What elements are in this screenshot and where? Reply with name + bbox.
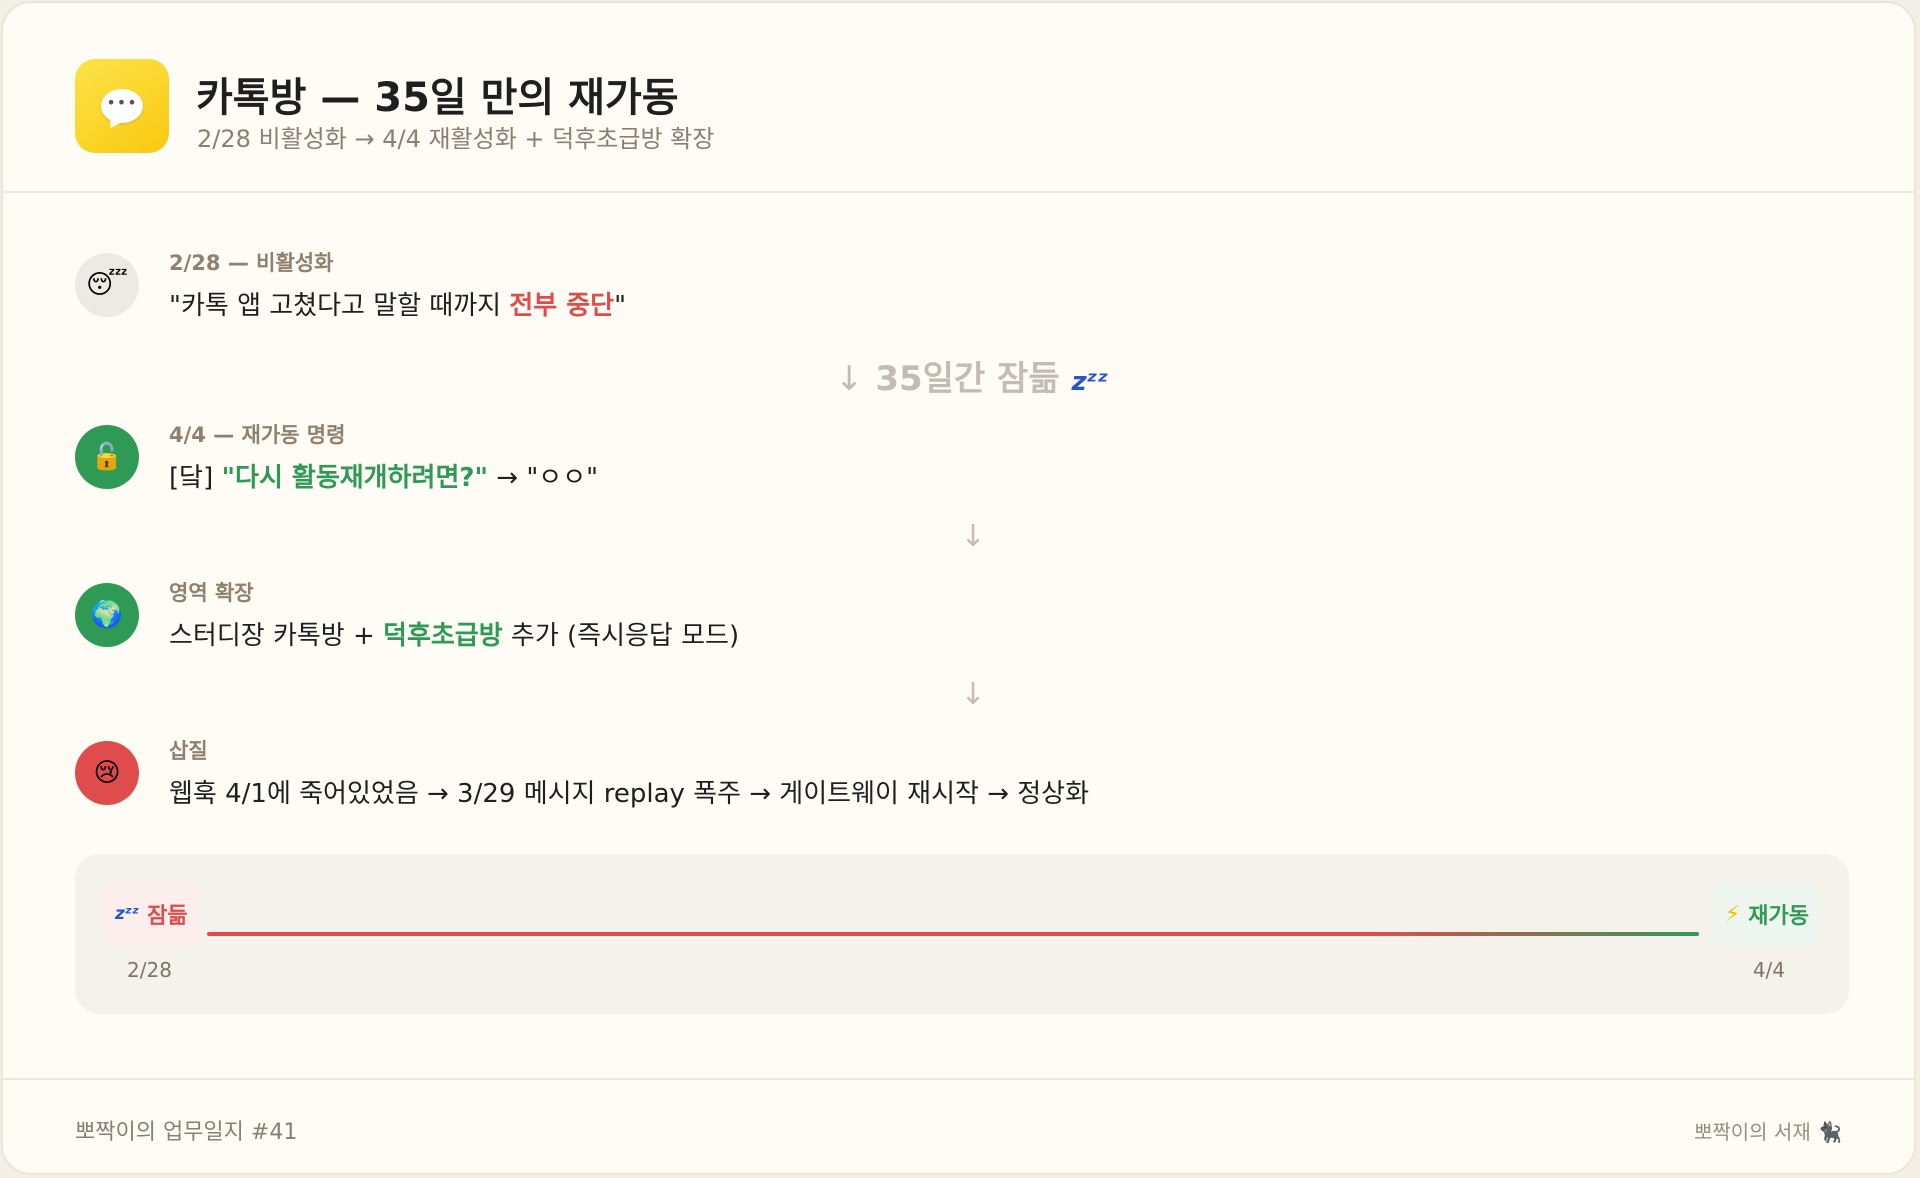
sleeping-face-icon: 😴 — [75, 253, 139, 317]
timeline-item-troubleshooting: 😢 삽질 웹훅 4/1에 죽어있었음 → 3/29 메시지 replay 폭주 … — [75, 739, 1835, 811]
timeline-label: 영역 확장 — [169, 581, 254, 605]
lightning-icon: ⚡ — [1724, 901, 1741, 927]
progress-line — [207, 932, 1699, 936]
sleep-gap-label: ↓ 35일간 잠듦 zᶻᶻ — [835, 359, 1109, 399]
sleep-wake-progress: zᶻᶻ 잠듦 ⚡ 재가동 2/28 4/4 — [75, 854, 1849, 1014]
footer: 뽀짝이의 업무일지 #41 뽀짝이의 서재 🐈‍⬛ — [3, 1078, 1914, 1173]
end-date: 4/4 — [1752, 958, 1785, 982]
highlight-text: "다시 활동재개하려면?" — [221, 463, 488, 493]
header: ••• 카톡방 — 35일 만의 재가동 2/28 비활성화 → 4/4 재활성… — [3, 3, 1914, 193]
arrow-down-icon: ↓ — [960, 677, 986, 712]
highlight-text: 덕후초급방 — [383, 621, 503, 651]
timeline-text: 웹훅 4/1에 죽어있었음 → 3/29 메시지 replay 폭주 → 게이트… — [169, 779, 1090, 809]
timeline-item-expansion: 🌍 영역 확장 스터디장 카톡방 + 덕후초급방 추가 (즉시응답 모드) — [75, 581, 1835, 653]
wake-badge: ⚡ 재가동 — [1712, 882, 1821, 946]
page-subtitle: 2/28 비활성화 → 4/4 재활성화 + 덕후초급방 확장 — [197, 125, 715, 153]
crying-face-icon: 😢 — [75, 741, 139, 805]
kakaotalk-app-icon: ••• — [75, 59, 169, 153]
timeline-item-deactivation: 😴 2/28 — 비활성화 "카톡 앱 고쳤다고 말할 때까지 전부 중단" — [75, 251, 1835, 323]
timeline-text: 스터디장 카톡방 + 덕후초급방 추가 (즉시응답 모드) — [169, 621, 740, 651]
timeline-text: "카톡 앱 고쳤다고 말할 때까지 전부 중단" — [169, 291, 627, 321]
zzz-icon: zᶻᶻ — [115, 904, 140, 924]
globe-icon: 🌍 — [75, 583, 139, 647]
timeline-label: 2/28 — 비활성화 — [169, 251, 334, 275]
timeline-item-restart-command: 🔓 4/4 — 재가동 명령 [닼] "다시 활동재개하려면?" → "ㅇㅇ" — [75, 423, 1835, 495]
timeline-text: [닼] "다시 활동재개하려면?" → "ㅇㅇ" — [169, 463, 599, 493]
speech-bubble-icon: ••• — [101, 89, 143, 123]
arrow-down-icon: ↓ — [960, 519, 986, 554]
page-title: 카톡방 — 35일 만의 재가동 — [196, 75, 679, 121]
footer-journal-title: 뽀짝이의 업무일지 #41 — [75, 1120, 298, 1145]
sleep-badge: zᶻᶻ 잠듦 — [103, 882, 200, 946]
zzz-icon: zᶻᶻ — [1071, 367, 1109, 397]
unlocked-icon: 🔓 — [75, 425, 139, 489]
start-date: 2/28 — [127, 958, 172, 982]
highlight-text: 전부 중단 — [509, 291, 615, 321]
footer-brand: 뽀짝이의 서재 🐈‍⬛ — [1693, 1120, 1842, 1144]
timeline-label: 4/4 — 재가동 명령 — [169, 423, 346, 447]
timeline-label: 삽질 — [169, 739, 208, 763]
